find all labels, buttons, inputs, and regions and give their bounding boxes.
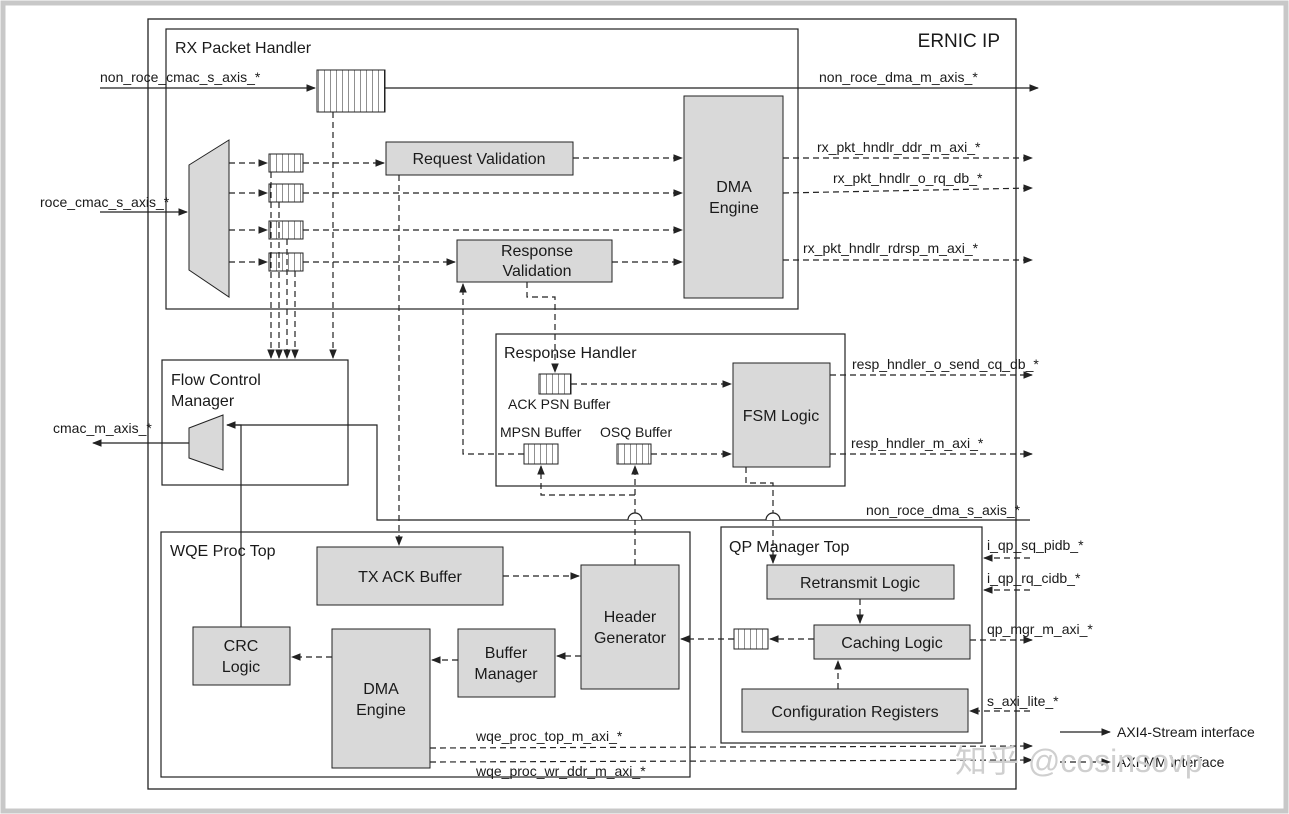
wqe-dma-engine-label-1: DMA [363,681,399,698]
buffer-manager-block [457,628,556,698]
ernic-ip-title: ERNIC IP [918,31,1000,52]
configuration-registers-label: Configuration Registers [771,704,938,721]
sig-resp-hndler-o-send-cq-db: resp_hndler_o_send_cq_db_* [852,356,1039,372]
sig-non-roce-cmac-s-axis: non_roce_cmac_s_axis_* [100,69,261,85]
mpsn-buffer-label: MPSN Buffer [500,424,582,440]
sig-non-roce-dma-s-axis: non_roce_dma_s_axis_* [866,502,1021,518]
fsm-logic-block [732,362,831,468]
rx-fifo-2 [268,183,304,203]
rx-dma-engine-label-2: Engine [709,200,759,217]
sig-cmac-m-axis: cmac_m_axis_* [53,420,152,436]
solid-connections [92,84,1039,627]
crc-logic-label-2: Logic [222,659,260,676]
rx-fifo-4 [268,252,304,272]
ack-psn-buffer-label: ACK PSN Buffer [508,396,611,412]
tx-ack-buffer-block [316,546,504,606]
flow-control-title-2: Manager [171,393,235,410]
buffer-manager-label-1: Buffer [485,645,528,662]
osq-fifo [616,443,652,465]
flow-control-title-1: Flow Control [171,372,261,389]
sig-rx-pkt-hndlr-ddr-m-axi: rx_pkt_hndlr_ddr_m_axi_* [817,139,981,155]
buffer-manager-label-2: Manager [474,666,538,683]
retransmit-logic-label: Retransmit Logic [800,575,920,592]
response-handler-title: Response Handler [504,345,637,362]
sig-s-axi-lite: s_axi_lite_* [987,693,1059,709]
non-roce-fifo [316,69,386,113]
tx-ack-buffer-label: TX ACK Buffer [358,569,462,586]
header-generator-label-1: Header [604,609,657,626]
configuration-registers-block [741,688,969,733]
header-generator-label-2: Generator [594,630,667,647]
response-validation-label-1: Response [501,243,573,260]
wqe-dma-engine-label-2: Engine [356,702,406,719]
qp-fifo [733,628,769,650]
sig-rx-pkt-hndlr-o-rq-db: rx_pkt_hndlr_o_rq_db_* [833,170,983,186]
sig-qp-mgr-m-axi: qp_mgr_m_axi_* [987,621,1093,637]
sig-wqe-proc-wr-ddr-m-axi: wqe_proc_wr_ddr_m_axi_* [475,763,646,779]
request-validation-block [385,141,574,176]
osq-buffer-label: OSQ Buffer [600,424,672,440]
qp-manager-top-box [720,526,983,744]
sig-roce-cmac-s-axis: roce_cmac_s_axis_* [40,194,170,210]
sig-wqe-proc-top-m-axi: wqe_proc_top_m_axi_* [475,728,623,744]
wqe-dma-engine-block [331,628,431,769]
rx-dma-engine-block [683,95,784,299]
ack-psn-fifo [538,373,572,395]
sig-i-qp-rq-cidb: i_qp_rq_cidb_* [987,570,1081,586]
rx-dma-engine-label-1: DMA [716,179,752,196]
wqe-proc-top-box [160,531,691,778]
fsm-logic-label: FSM Logic [743,408,819,425]
legend-stream-label: AXI4-Stream interface [1117,724,1255,740]
sig-i-qp-sq-pidb: i_qp_sq_pidb_* [987,537,1084,553]
crc-logic-label-1: CRC [224,638,259,655]
response-validation-block [456,239,613,283]
flow-control-manager-box [161,359,349,486]
response-validation-label-2: Validation [502,263,571,280]
header-generator-block [580,564,680,690]
rx-demux [188,139,230,298]
sig-resp-hndler-m-axi: resp_hndler_m_axi_* [851,435,984,451]
sig-rx-pkt-hndlr-rdrsp-m-axi: rx_pkt_hndlr_rdrsp_m_axi_* [803,240,979,256]
caching-logic-label: Caching Logic [841,635,942,652]
rx-fifo-1 [268,153,304,173]
rx-packet-handler-title: RX Packet Handler [175,40,312,57]
request-validation-label: Request Validation [412,151,545,168]
response-handler-box [495,333,846,487]
watermark: 知乎 @cosinsovp [955,743,1203,779]
wqe-proc-top-title: WQE Proc Top [170,543,276,560]
legend: AXI4-Stream interface AXI MM interface [1060,724,1255,770]
legend-mm-label: AXI MM interface [1117,754,1225,770]
caching-logic-block [813,624,971,660]
flow-control-mux [188,414,224,471]
line-crossovers [627,512,781,521]
sig-non-roce-dma-m-axis: non_roce_dma_m_axis_* [819,69,978,85]
crc-logic-block [192,626,291,686]
dashed-connections [229,112,1033,764]
qp-manager-top-title: QP Manager Top [729,539,849,556]
rx-fifo-3 [268,220,304,240]
rx-packet-handler-box [165,28,799,310]
mpsn-fifo [523,443,559,465]
